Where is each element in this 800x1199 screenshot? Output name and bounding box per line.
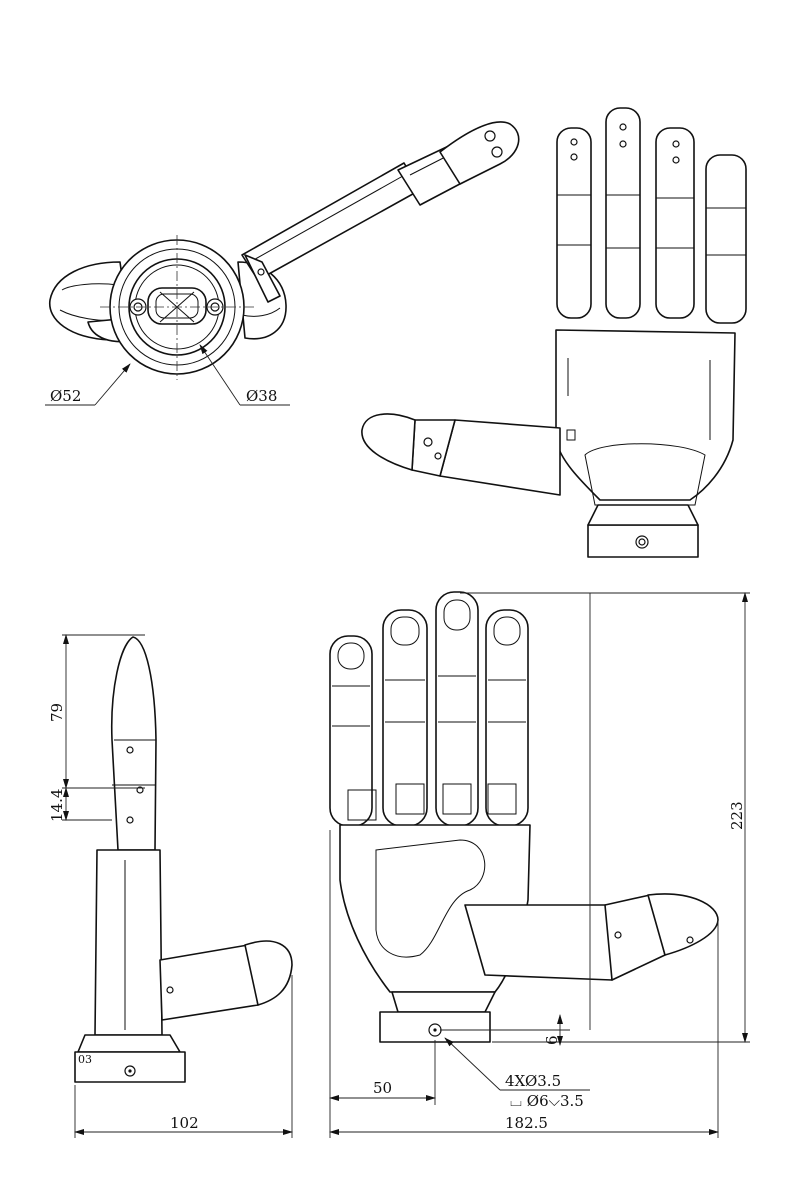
side-dim-79: 79 bbox=[48, 703, 66, 722]
side-dim-14: 14.4 bbox=[48, 789, 66, 822]
top-view-wrist: Ø52 Ø38 bbox=[45, 121, 520, 406]
hole-callout-2: ⌴ Ø6⌵3.5 bbox=[510, 1092, 584, 1110]
hole-callout-1: 4XØ3.5 bbox=[505, 1072, 561, 1090]
front-view-hand: 223 6 50 182.5 4XØ3.5 ⌴ Ø6⌵3.5 bbox=[329, 591, 750, 1138]
front-dim-width: 182.5 bbox=[505, 1114, 548, 1132]
dia-inner-label: Ø38 bbox=[246, 387, 277, 405]
stamp-label: 03 bbox=[78, 1053, 92, 1066]
side-dim-width: 102 bbox=[170, 1114, 199, 1132]
front-dim-height: 223 bbox=[728, 801, 746, 830]
back-view-hand bbox=[361, 107, 747, 558]
front-dim-offset: 50 bbox=[373, 1079, 392, 1097]
front-dim-small: 6 bbox=[543, 1035, 561, 1045]
dia-outer-label: Ø52 bbox=[50, 387, 81, 405]
side-view-hand: 03 79 14.4 102 bbox=[48, 634, 293, 1138]
